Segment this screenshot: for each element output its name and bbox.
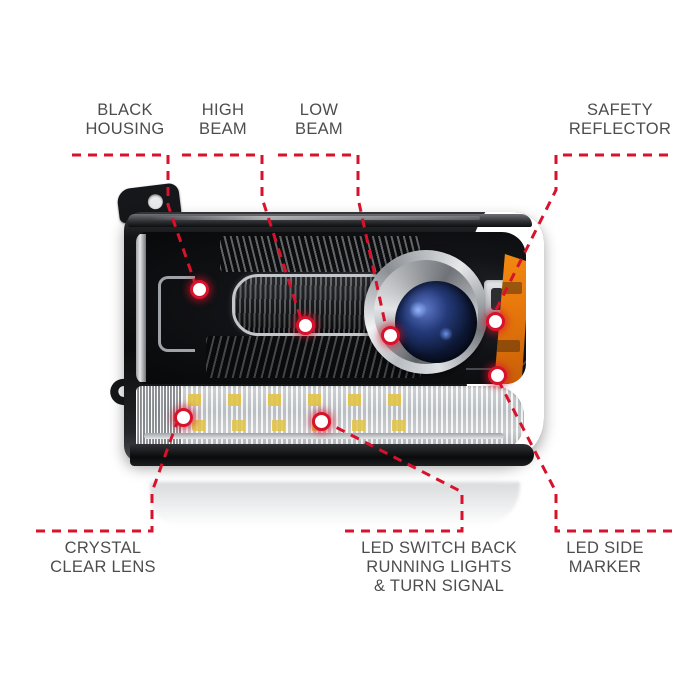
inner-lens-chamber — [136, 232, 526, 384]
callout-dot-crystal-clear-lens — [173, 407, 193, 427]
lens-flare-primary — [409, 301, 427, 319]
lens-divider-bar — [144, 433, 504, 439]
housing-bottom-lip — [130, 444, 534, 466]
left-chrome-trim — [136, 234, 146, 382]
callout-dot-led-side-marker — [487, 365, 507, 385]
lens-flare-secondary — [439, 327, 453, 341]
projector-glass-lens — [395, 281, 477, 363]
headlight-assembly — [108, 182, 550, 482]
led-chip-row-bottom — [192, 420, 422, 431]
label-led-side-marker: LED SIDE MARKER — [566, 539, 644, 576]
label-crystal-clear-lens: CRYSTAL CLEAR LENS — [50, 539, 156, 576]
housing-top-gloss — [150, 216, 480, 220]
label-low-beam: LOW BEAM — [295, 101, 343, 138]
callout-dot-low-beam — [380, 325, 400, 345]
label-black-housing: BLACK HOUSING — [85, 101, 165, 138]
label-safety-reflector: SAFETY REFLECTOR — [568, 101, 672, 138]
callout-dot-black-housing — [189, 279, 209, 299]
label-high-beam: HIGH BEAM — [199, 101, 247, 138]
led-chip-row-top — [188, 394, 418, 406]
surface-reflection — [150, 482, 520, 526]
callout-dot-safety-reflector — [485, 311, 505, 331]
callout-dot-high-beam — [295, 315, 315, 335]
label-led-switch-back: LED SWITCH BACK RUNNING LIGHTS & TURN SI… — [361, 539, 517, 595]
callout-dot-led-switch-back — [311, 411, 331, 431]
projector-chrome-ring — [374, 260, 478, 364]
